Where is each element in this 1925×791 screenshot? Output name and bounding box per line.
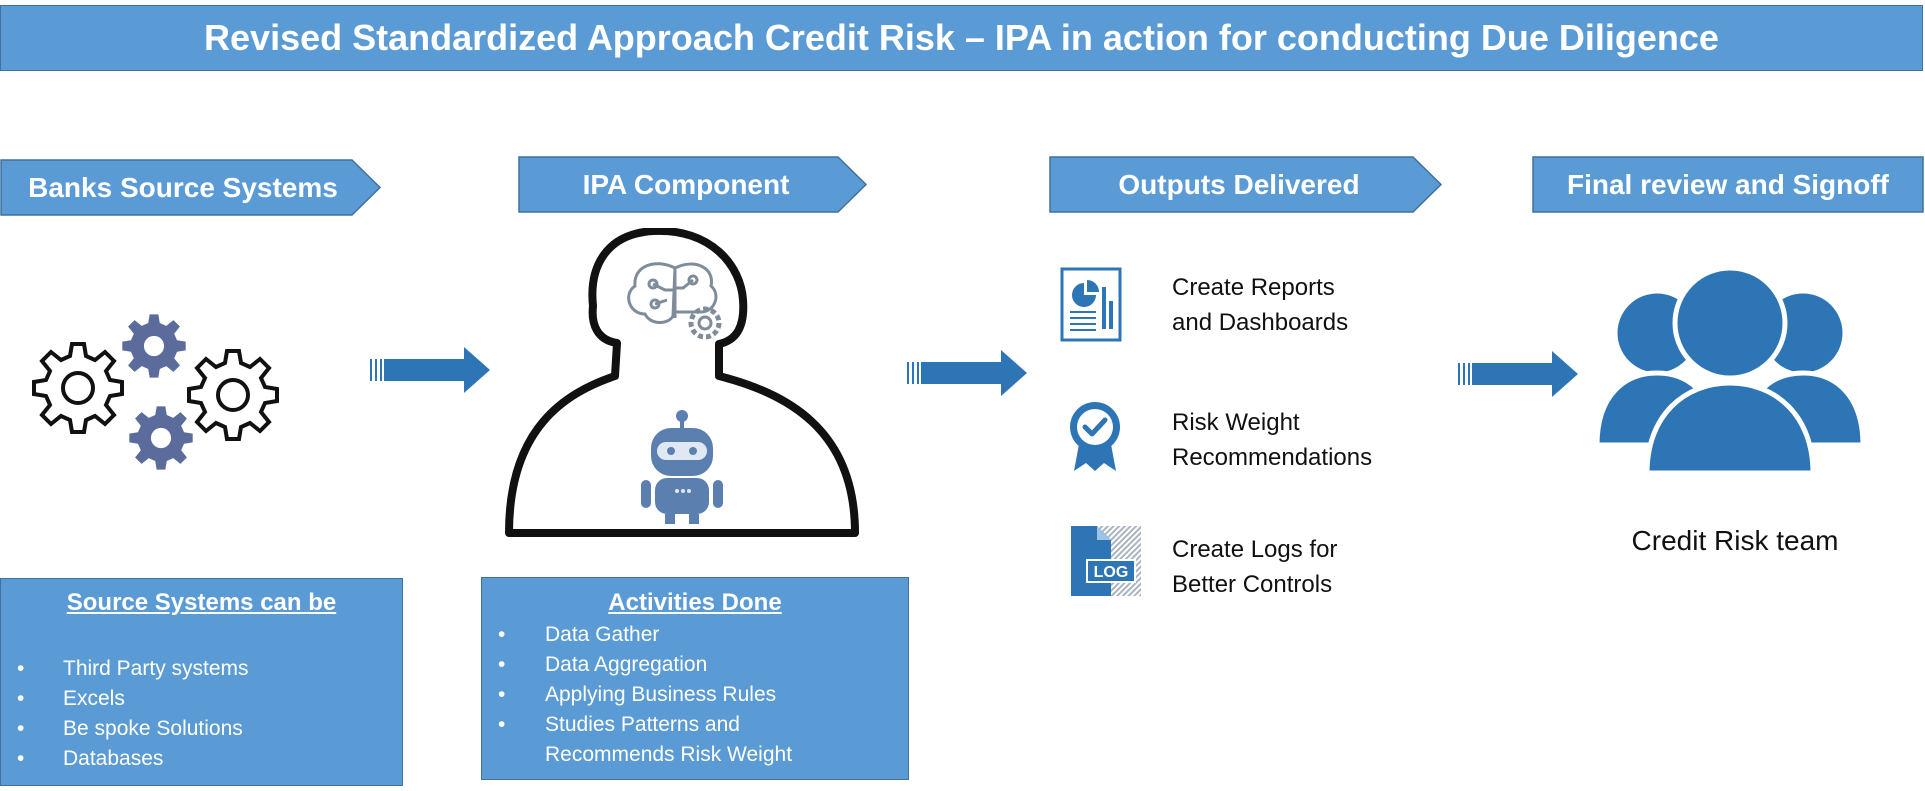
stage-final-review: Final review and Signoff <box>1532 156 1924 213</box>
flow-arrow-icon <box>370 347 490 393</box>
list-item: Be spoke Solutions <box>1 714 402 744</box>
list-item: Data Gather <box>482 620 908 650</box>
output-line: Recommendations <box>1172 444 1373 471</box>
output-line: Create Reports <box>1172 274 1335 301</box>
source-systems-box: Source Systems can be Third Party system… <box>0 578 403 786</box>
gears-icon <box>32 314 279 470</box>
page-title: Revised Standardized Approach Credit Ris… <box>0 5 1923 71</box>
source-systems-heading: Source Systems can be <box>66 589 337 616</box>
ipa-person-icon <box>505 228 859 537</box>
stage-ipa-component: IPA Component <box>518 156 868 213</box>
stage-banks-source-systems: Banks Source Systems <box>0 159 382 216</box>
output-line: Better Controls <box>1172 571 1333 598</box>
flow-arrow-icon <box>907 350 1027 396</box>
stage-label: Outputs Delivered <box>1118 168 1360 200</box>
list-item: Studies Patterns and <box>482 710 908 740</box>
output-line: Risk Weight <box>1172 409 1300 436</box>
list-item: Excels <box>1 684 402 714</box>
list-item: Data Aggregation <box>482 650 908 680</box>
list-item: Databases <box>1 744 402 774</box>
output-line: and Dashboards <box>1172 309 1349 336</box>
activities-box: Activities Done Data Gather Data Aggrega… <box>481 577 909 780</box>
flow-arrow-icon <box>1458 351 1578 397</box>
output-risk-weight-label: Risk Weight Recommendations <box>1172 405 1372 475</box>
list-item: Applying Business Rules <box>482 680 908 710</box>
badge-check-icon <box>1070 402 1120 471</box>
output-line: Create Logs for <box>1172 536 1338 563</box>
output-reports-label: Create Reports and Dashboards <box>1172 270 1348 340</box>
team-label: Credit Risk team <box>1631 525 1839 556</box>
output-logs-label: Create Logs for Better Controls <box>1172 532 1337 602</box>
activities-list: Data Gather Data Aggregation Applying Bu… <box>482 620 908 770</box>
stage-label: Banks Source Systems <box>28 171 338 203</box>
stage-label: IPA Component <box>582 168 790 200</box>
log-icon-text: LOG <box>1094 564 1129 581</box>
list-item: Third Party systems <box>1 654 402 684</box>
stage-label: Final review and Signoff <box>1566 168 1890 200</box>
robot-icon <box>641 410 723 524</box>
stage-outputs-delivered: Outputs Delivered <box>1049 156 1443 213</box>
activities-heading: Activities Done <box>608 589 782 616</box>
team-icon <box>1595 265 1865 476</box>
source-systems-list: Third Party systems Excels Be spoke Solu… <box>1 654 402 774</box>
log-file-icon: LOG <box>1071 526 1141 596</box>
report-icon <box>1060 267 1122 342</box>
list-item-continuation: Recommends Risk Weight <box>545 743 793 766</box>
